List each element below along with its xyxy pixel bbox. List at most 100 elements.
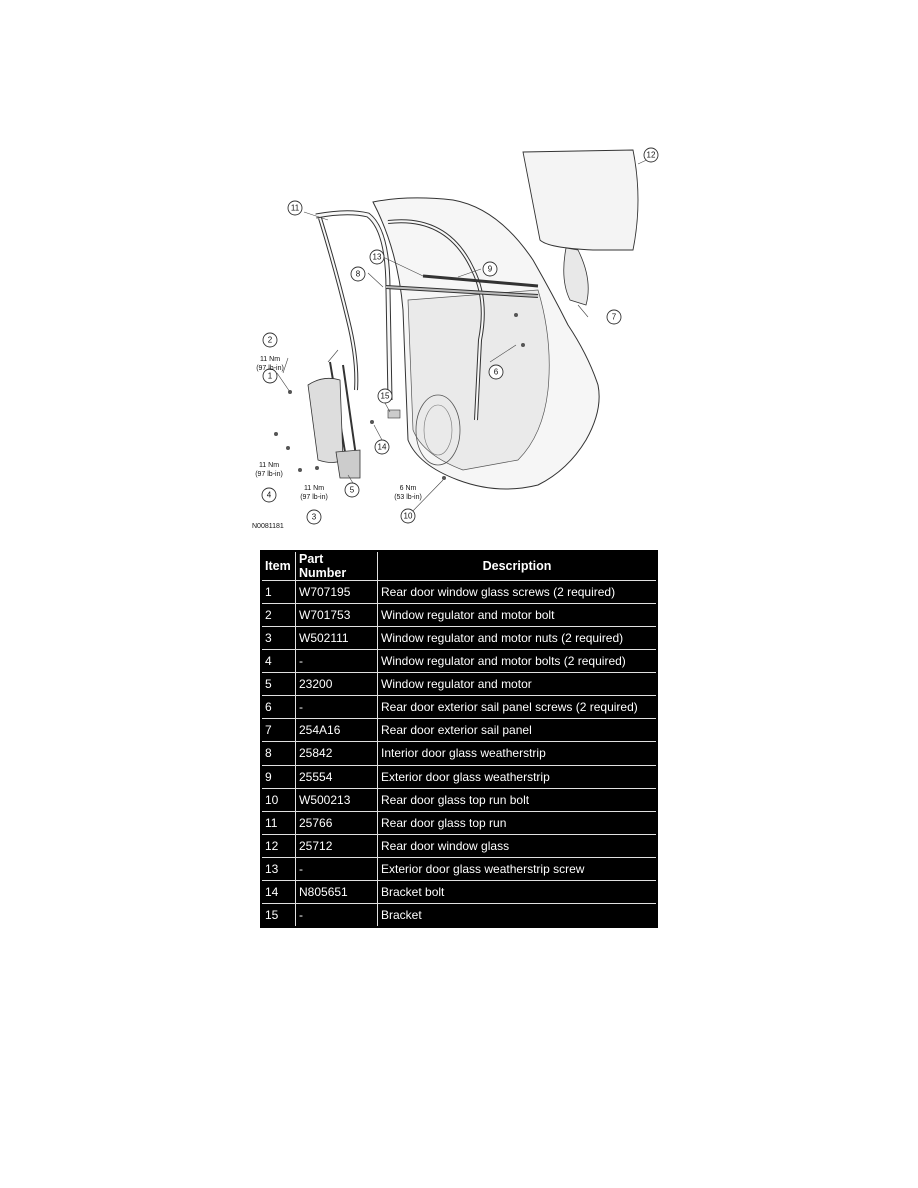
cell-part-number: 25712 — [295, 833, 378, 858]
cell-part-number: 25766 — [295, 810, 378, 835]
svg-text:(97 lb-in): (97 lb-in) — [256, 365, 284, 372]
svg-text:2: 2 — [268, 336, 273, 345]
callout-12: 12 — [643, 147, 659, 163]
svg-text:10: 10 — [404, 512, 413, 521]
svg-text:5: 5 — [350, 486, 355, 495]
speaker-opening — [415, 394, 461, 466]
svg-text:8: 8 — [356, 270, 361, 279]
svg-text:6 Nm: 6 Nm — [400, 485, 417, 492]
cell-part-number: 254A16 — [295, 718, 378, 743]
cell-description: Window regulator and motor bolts (2 requ… — [377, 649, 658, 674]
table-row: 15-Bracket — [260, 902, 658, 928]
table-row: 4-Window regulator and motor bolts (2 re… — [260, 649, 658, 674]
svg-text:3: 3 — [312, 513, 317, 522]
svg-text:(97 lb-in): (97 lb-in) — [255, 471, 283, 478]
cell-part-number: W701753 — [295, 603, 378, 628]
cell-description: Interior door glass weatherstrip — [377, 741, 658, 766]
callout-2: 2 — [262, 332, 278, 348]
cell-part-number: 23200 — [295, 672, 378, 697]
cell-part-number: W707195 — [295, 579, 378, 605]
svg-text:(97 lb-in): (97 lb-in) — [300, 494, 328, 501]
window-glass — [522, 149, 639, 251]
cell-description: Exterior door glass weatherstrip screw — [377, 856, 658, 881]
cell-part-number: W500213 — [295, 787, 378, 812]
svg-text:11: 11 — [291, 204, 300, 213]
svg-text:7: 7 — [612, 313, 617, 322]
header-part-number: Part Number — [295, 550, 378, 581]
cell-part-number: N805651 — [295, 879, 378, 904]
cell-description: Rear door exterior sail panel screws (2 … — [377, 695, 658, 720]
callout-14: 14 — [374, 439, 390, 455]
rear-run-channel — [318, 217, 359, 391]
cell-item: 3 — [260, 626, 296, 651]
cell-description: Rear door exterior sail panel — [377, 718, 658, 743]
cell-description: Rear door window glass — [377, 833, 658, 858]
svg-text:1: 1 — [268, 372, 273, 381]
svg-text:14: 14 — [378, 443, 387, 452]
cell-description: Bracket bolt — [377, 879, 658, 904]
svg-text:(53 lb-in): (53 lb-in) — [394, 494, 422, 501]
cell-item: 10 — [260, 787, 296, 812]
torque-spec-3: 11 Nm (97 lb-in) — [300, 485, 328, 501]
cell-description: Bracket — [377, 902, 658, 928]
svg-text:4: 4 — [267, 491, 272, 500]
table-row: 13-Exterior door glass weatherstrip scre… — [260, 856, 658, 881]
cell-description: Window regulator and motor bolt — [377, 603, 658, 628]
svg-text:15: 15 — [381, 392, 390, 401]
cell-description: Rear door window glass screws (2 require… — [377, 579, 658, 605]
svg-text:12: 12 — [647, 151, 656, 160]
cell-item: 11 — [260, 810, 296, 835]
cell-item: 12 — [260, 833, 296, 858]
svg-text:11 Nm: 11 Nm — [260, 356, 280, 363]
cell-part-number: 25842 — [295, 741, 378, 766]
cell-item: 5 — [260, 672, 296, 697]
cell-part-number: W502111 — [295, 626, 378, 651]
callout-1: 1 — [262, 368, 278, 384]
callout-7: 7 — [606, 309, 622, 325]
callout-8: 8 — [350, 266, 366, 282]
cell-description: Window regulator and motor nuts (2 requi… — [377, 626, 658, 651]
cell-item: 7 — [260, 718, 296, 743]
torque-spec-4: 11 Nm (97 lb-in) — [255, 462, 283, 478]
cell-item: 15 — [260, 902, 296, 928]
header-description: Description — [377, 550, 658, 581]
cell-description: Exterior door glass weatherstrip — [377, 764, 658, 789]
callout-13: 13 — [369, 249, 385, 265]
callout-11: 11 — [287, 200, 303, 216]
cell-item: 6 — [260, 695, 296, 720]
cell-item: 9 — [260, 764, 296, 789]
svg-text:6: 6 — [494, 368, 499, 377]
figure-id: N0081181 — [252, 523, 284, 530]
cell-item: 4 — [260, 649, 296, 674]
svg-text:11 Nm: 11 Nm — [259, 462, 279, 469]
sail-panel — [563, 247, 589, 306]
callout-9: 9 — [482, 261, 498, 277]
callout-15: 15 — [377, 388, 393, 404]
cell-part-number: 25554 — [295, 764, 378, 789]
cell-description: Rear door glass top run — [377, 810, 658, 835]
cell-item: 1 — [260, 579, 296, 605]
exterior-weatherstrip — [422, 274, 539, 288]
cell-part-number: - — [295, 856, 378, 881]
cell-item: 2 — [260, 603, 296, 628]
bracket — [387, 409, 401, 419]
torque-spec-2: 11 Nm (97 lb-in) — [256, 356, 284, 372]
callout-6: 6 — [488, 364, 504, 380]
cell-description: Rear door glass top run bolt — [377, 787, 658, 812]
svg-text:11 Nm: 11 Nm — [304, 485, 324, 492]
cell-part-number: - — [295, 649, 378, 674]
cell-item: 13 — [260, 856, 296, 881]
table-row: 6-Rear door exterior sail panel screws (… — [260, 695, 658, 720]
